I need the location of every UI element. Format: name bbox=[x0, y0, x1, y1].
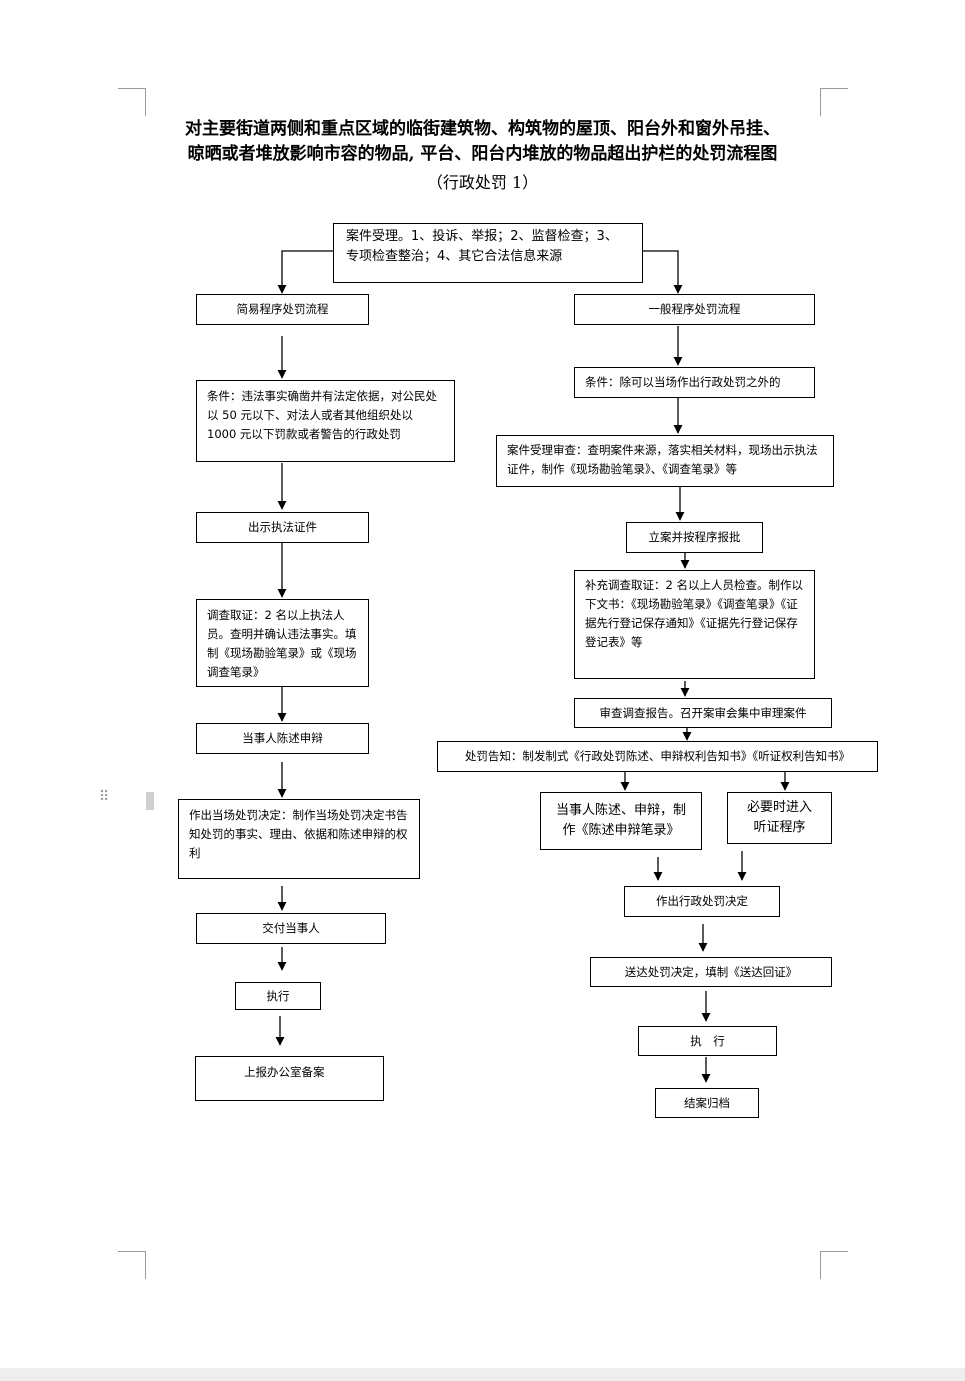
penalty-decision-box: 作出行政处罚决定 bbox=[624, 886, 780, 917]
party-statement-record-box: 当事人陈述、申辩，制作《陈述申辩笔录》 bbox=[540, 792, 702, 850]
penalty-notice-box: 处罚告知：制发制式《行政处罚陈述、申辩权利告知书》《听证权利告知书》 bbox=[437, 741, 878, 772]
supplementary-investigation-box: 补充调查取证：2 名以上人员检查。制作以下文书：《现场勘验笔录》《调查笔录》《证… bbox=[574, 570, 815, 679]
case-acceptance-line-1: 案件受理。1、投诉、举报；2、监督检查；3、 bbox=[346, 229, 618, 244]
left-execute-box: 执行 bbox=[235, 982, 321, 1010]
investigation-box: 调查取证：2 名以上执法人员。查明并确认违法事实。填制《现场勘验笔录》或《现场调… bbox=[196, 599, 369, 687]
subtitle: （行政处罚 1） bbox=[426, 173, 539, 192]
show-certificate-box: 出示执法证件 bbox=[196, 512, 369, 543]
deliver-to-party-box: 交付当事人 bbox=[196, 913, 386, 944]
audit-report-box: 审查调查报告。召开案审会集中审理案件 bbox=[574, 698, 832, 728]
report-office-box: 上报办公室备案 bbox=[195, 1056, 384, 1101]
crop-mark-tl-h bbox=[118, 88, 146, 89]
text-cursor bbox=[146, 792, 154, 810]
case-acceptance-line-2: 专项检查整治；4、其它合法信息来源 bbox=[346, 249, 563, 264]
general-procedure-box: 一般程序处罚流程 bbox=[574, 294, 815, 325]
title-line-2: 晾晒或者堆放影响市容的物品, 平台、阳台内堆放的物品超出护栏的处罚流程图 bbox=[187, 144, 778, 164]
arrow-top-left bbox=[277, 250, 333, 294]
crop-mark-br-v bbox=[820, 1251, 821, 1279]
crop-mark-bl-h bbox=[118, 1251, 146, 1252]
right-execute-box: 执 行 bbox=[638, 1026, 777, 1056]
general-condition-box: 条件：除可以当场作出行政处罚之外的 bbox=[574, 367, 815, 398]
arrow-top-right bbox=[642, 250, 683, 294]
on-site-decision-box: 作出当场处罚决定：制作当场处罚决定书告知处罚的事实、理由、依据和陈述申辩的权利 bbox=[178, 799, 420, 879]
party-statement-box: 当事人陈述申辩 bbox=[196, 723, 369, 754]
close-archive-box: 结案归档 bbox=[655, 1088, 759, 1118]
crop-mark-tr-h bbox=[820, 88, 848, 89]
hearing-procedure-box: 必要时进入听证程序 bbox=[727, 792, 832, 844]
simple-condition-box: 条件：违法事实确凿并有法定依据，对公民处以 50 元以下、对法人或者其他组织处以… bbox=[196, 380, 455, 462]
crop-mark-tl-v bbox=[145, 88, 146, 116]
case-acceptance-box: 案件受理。1、投诉、举报；2、监督检查；3、 专项检查整治；4、其它合法信息来源 bbox=[333, 223, 643, 283]
crop-mark-br-h bbox=[820, 1251, 848, 1252]
case-review-box: 案件受理审查：查明案件来源，落实相关材料，现场出示执法证件，制作《现场勘验笔录》… bbox=[496, 435, 834, 487]
crop-mark-bl-v bbox=[145, 1251, 146, 1279]
drag-handle-icon[interactable]: ⠿ bbox=[99, 789, 109, 805]
simple-procedure-box: 简易程序处罚流程 bbox=[196, 294, 369, 325]
title-line-1: 对主要街道两侧和重点区域的临街建筑物、构筑物的屋顶、阳台外和窗外吊挂、 bbox=[185, 119, 780, 139]
deliver-decision-box: 送达处罚决定，填制《送达回证》 bbox=[590, 957, 832, 987]
crop-mark-tr-v bbox=[820, 88, 821, 116]
bottom-status-bar bbox=[0, 1368, 965, 1381]
file-case-box: 立案并按程序报批 bbox=[626, 522, 763, 553]
